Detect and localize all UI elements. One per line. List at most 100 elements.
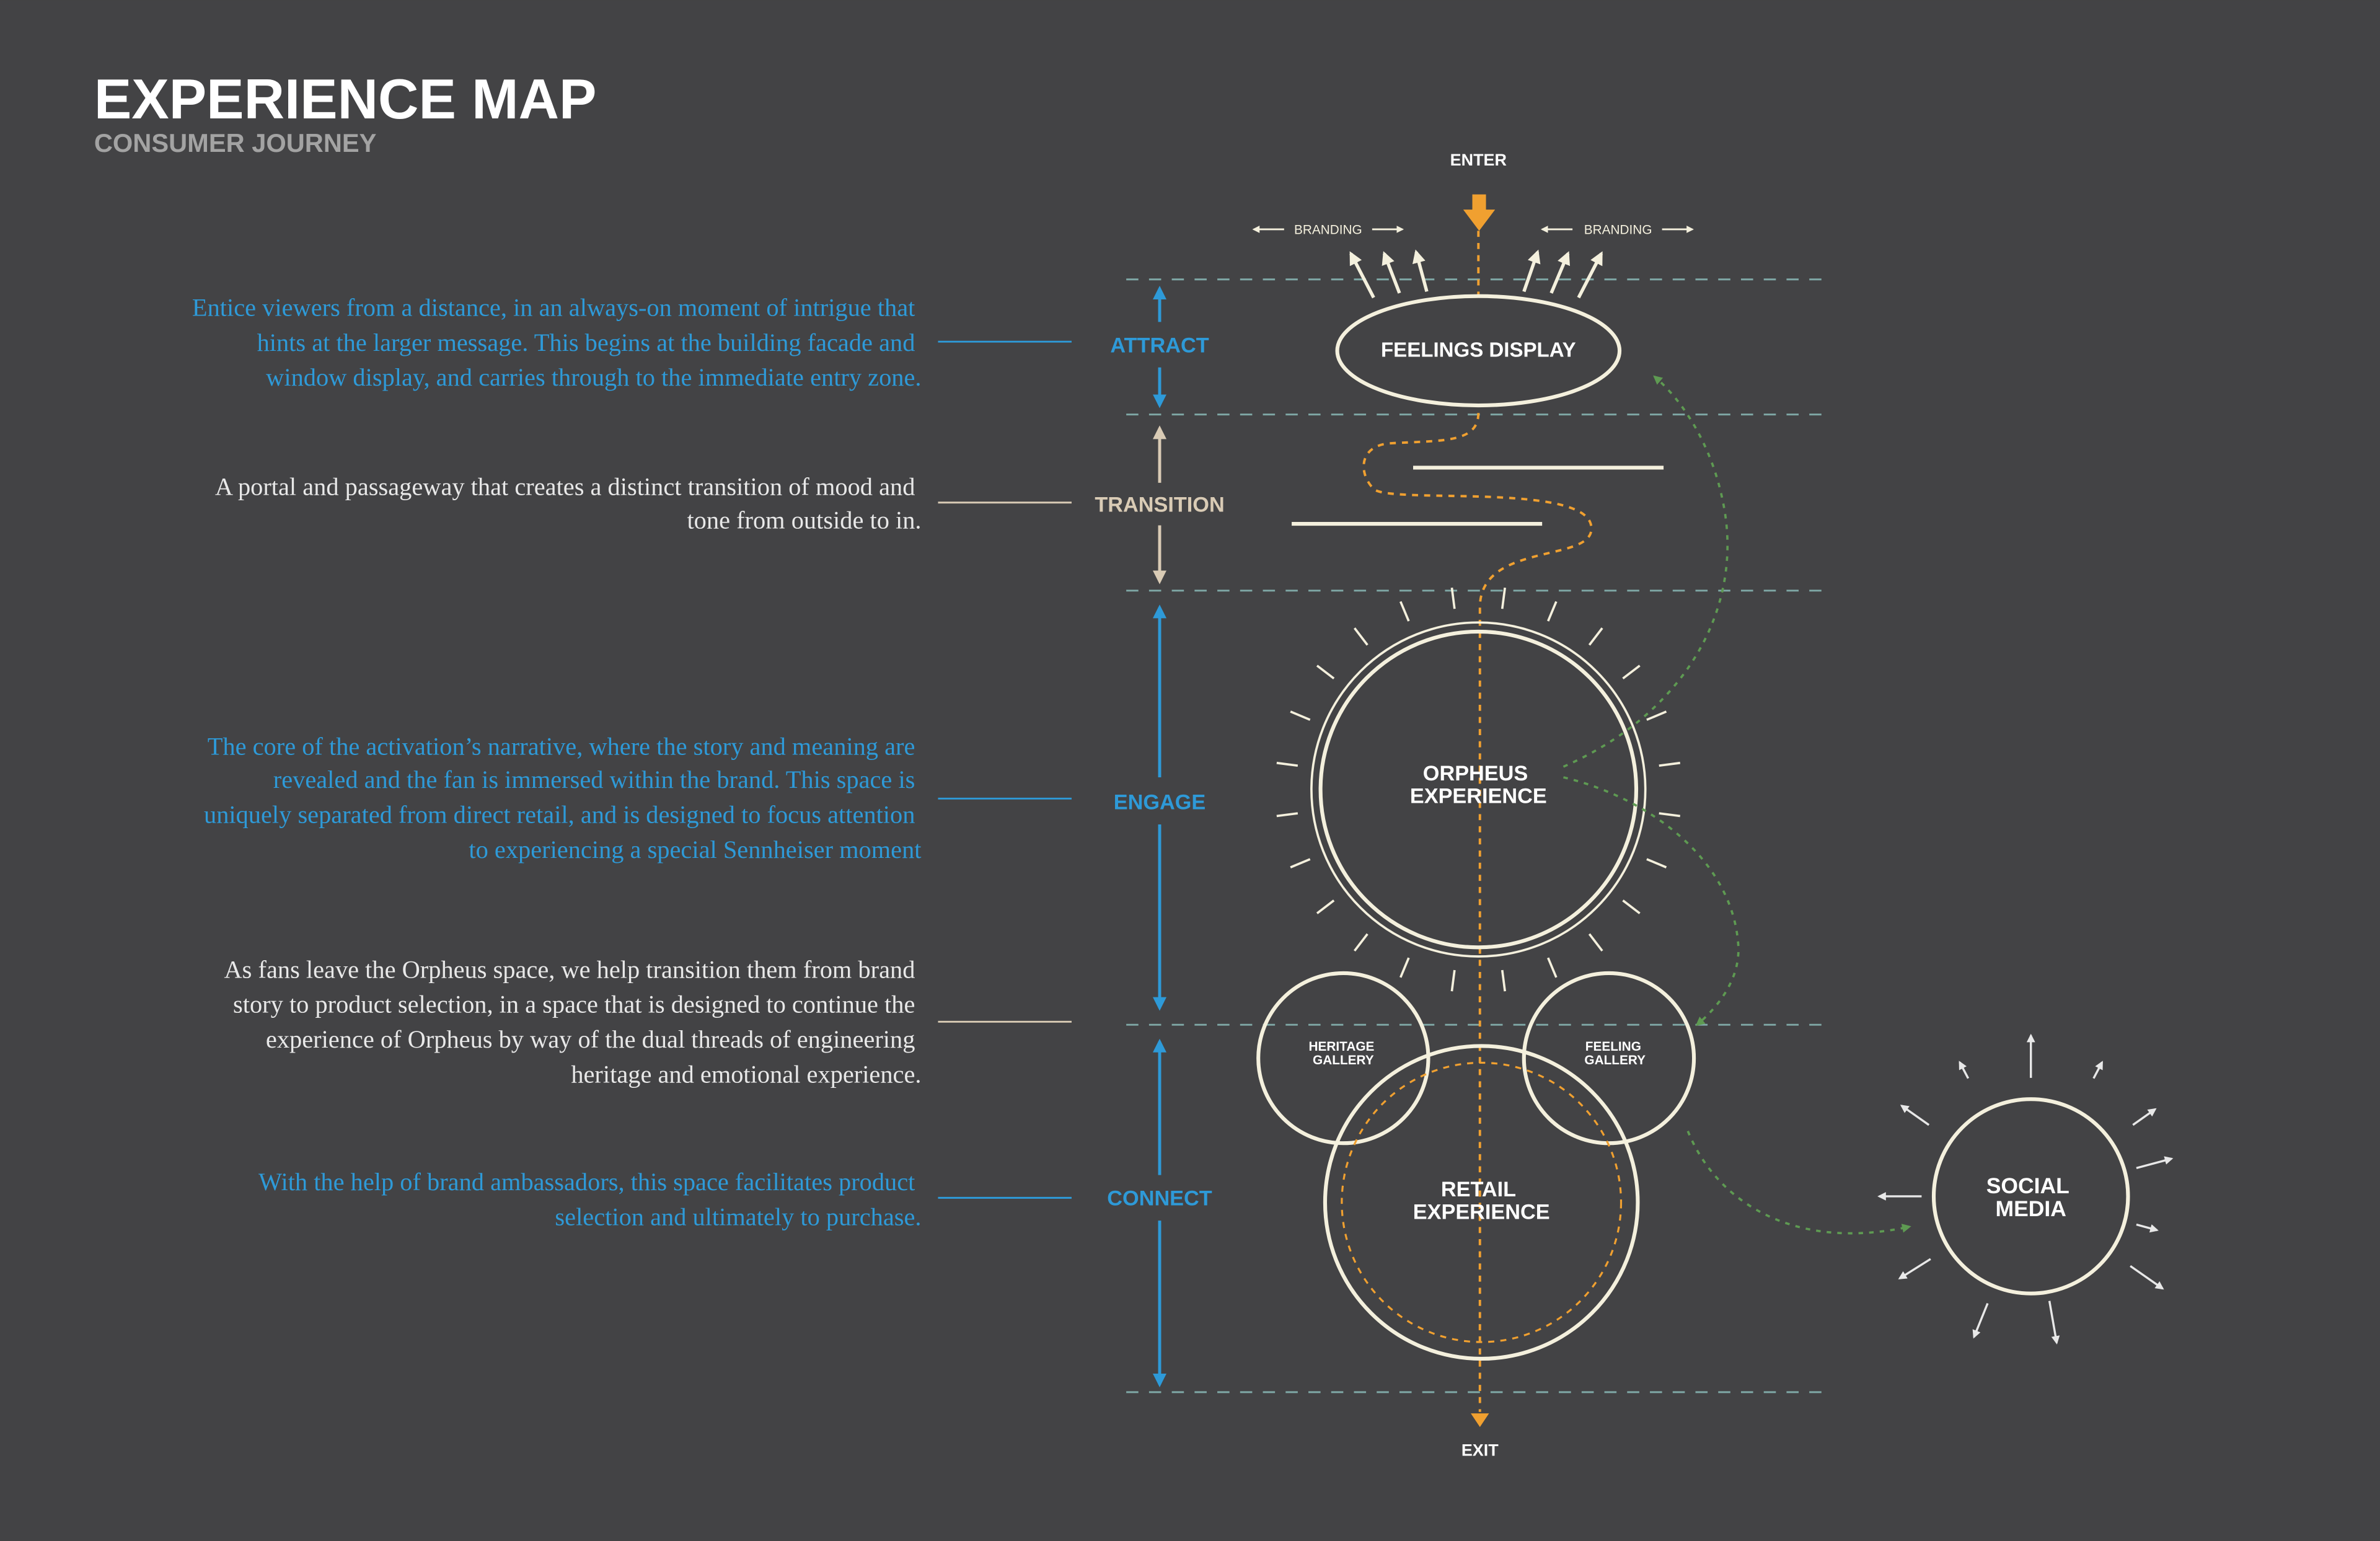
flow-orpheus-to-connect [1563, 776, 1740, 1027]
orpheus-ray [1622, 665, 1641, 680]
branding-right: BRANDING [1540, 223, 1694, 237]
orpheus-ray [1316, 899, 1335, 914]
social-broadcast-arrow [2136, 1156, 2174, 1170]
orpheus-label-line: EXPERIENCE [1410, 785, 1547, 808]
description-connect-line: With the help of brand ambassadors, this… [258, 1168, 915, 1196]
stage-label-connect: CONNECT [1107, 1187, 1212, 1211]
social-media-node [1931, 1097, 2130, 1296]
orpheus-experience-node [1318, 629, 1639, 950]
feelings-display-emission-arrows [1349, 249, 1603, 299]
emission-arrow [1412, 249, 1429, 293]
heritage-gallery-label-line: GALLERY [1313, 1053, 1374, 1067]
orpheus-ray [1399, 957, 1410, 978]
social-media-label-line: MEDIA [1996, 1196, 2066, 1221]
orpheus-ray [1276, 761, 1298, 767]
orpheus-rays [1276, 587, 1681, 992]
orpheus-label-line: ORPHEUS [1423, 762, 1528, 785]
feeling-gallery-label-line: FEELING [1585, 1040, 1641, 1054]
orpheus-ray [1450, 587, 1456, 609]
description-connect-intro-line: experience of Orpheus by way of the dual… [266, 1025, 915, 1053]
orpheus-ray [1547, 957, 1558, 978]
description-attract-line: hints at the larger message. This begins… [257, 329, 915, 356]
orpheus-ray [1290, 710, 1311, 721]
description-transition-line: tone from outside to in. [687, 506, 921, 534]
description-engage-line: The core of the activation’s narrative, … [208, 732, 915, 760]
emission-arrow [1349, 251, 1375, 299]
orpheus-ray [1646, 710, 1667, 721]
description-engage: The core of the activation’s narrative, … [204, 732, 922, 863]
social-broadcast-arrow [2136, 1223, 2159, 1233]
orpheus-ray [1316, 665, 1335, 680]
emission-arrow [1577, 251, 1603, 299]
branding-right-label: BRANDING [1584, 223, 1652, 237]
orpheus-ray [1354, 933, 1368, 952]
social-broadcast-arrow [1900, 1105, 1930, 1126]
orpheus-ray [1399, 601, 1410, 622]
description-connect-line: selection and ultimately to purchase. [555, 1203, 921, 1230]
feelings-display-label: FEELINGS DISPLAY [1381, 339, 1576, 362]
social-broadcast-arrow [2092, 1061, 2104, 1079]
orpheus-ray [1588, 933, 1603, 952]
description-connect-intro-line: story to product selection, in a space t… [233, 991, 915, 1018]
description-engage-line: revealed and the fan is immersed within … [273, 766, 915, 793]
description-connect: With the help of brand ambassadors, this… [258, 1168, 922, 1230]
retail-label-line: RETAIL [1441, 1178, 1516, 1201]
heritage-gallery-label: HERITAGE GALLERY [1308, 1040, 1378, 1067]
retail-experience-node [1323, 1044, 1640, 1361]
stage-label-engage: ENGAGE [1114, 790, 1206, 814]
orpheus-ray [1646, 858, 1667, 868]
emission-arrow [1549, 251, 1571, 294]
social-broadcast-arrows [1877, 1033, 2174, 1345]
orpheus-ray [1501, 587, 1506, 609]
orpheus-ray [1354, 627, 1368, 646]
orpheus-label: ORPHEUS EXPERIENCE [1410, 762, 1547, 808]
description-engage-line: to experiencing a special Sennheiser mom… [469, 836, 921, 863]
orpheus-ray [1547, 601, 1558, 622]
orpheus-ray [1276, 812, 1298, 818]
enter-arrow-icon [1463, 194, 1496, 231]
description-connect-intro: As fans leave the Orpheus space, we help… [224, 955, 922, 1088]
social-feedback-flows [1562, 375, 1911, 1235]
orpheus-ray [1450, 969, 1456, 992]
orpheus-ray [1501, 969, 1506, 992]
stage-label-attract: ATTRACT [1110, 333, 1209, 357]
description-connect-intro-line: As fans leave the Orpheus space, we help… [224, 955, 915, 983]
feelings-display-node [1335, 294, 1622, 408]
orpheus-ray [1659, 812, 1681, 818]
flow-orpheus-to-feelings-display [1562, 375, 1729, 768]
visitor-path [1362, 231, 1593, 1412]
orpheus-ray [1622, 899, 1641, 914]
social-media-label: SOCIAL MEDIA [1986, 1173, 2076, 1221]
emission-arrow [1382, 251, 1401, 294]
orpheus-ray [1659, 761, 1681, 767]
retail-inner-path [1341, 1061, 1623, 1343]
retail-label-line: EXPERIENCE [1413, 1201, 1550, 1224]
heritage-gallery-node [1256, 971, 1430, 1146]
description-engage-line: uniquely separated from direct retail, a… [204, 800, 915, 828]
branding-left-label: BRANDING [1294, 223, 1362, 237]
feeling-gallery-label: FEELING GALLERY [1584, 1040, 1646, 1067]
description-transition: A portal and passageway that creates a d… [215, 473, 922, 534]
branding-left: BRANDING [1252, 223, 1404, 237]
social-media-label-line: SOCIAL [1986, 1173, 2069, 1198]
stage-separators [1126, 278, 1822, 1393]
orpheus-outer-ring [1310, 621, 1647, 958]
social-broadcast-arrow [1898, 1258, 1931, 1279]
exit-label: EXIT [1461, 1441, 1499, 1460]
description-attract-line: Entice viewers from a distance, in an al… [192, 294, 915, 322]
feeling-gallery-label-line: GALLERY [1584, 1053, 1646, 1067]
heritage-gallery-label-line: HERITAGE [1308, 1040, 1374, 1054]
orpheus-ray [1588, 627, 1603, 646]
orpheus-ray [1290, 858, 1311, 868]
exit-arrow-icon [1471, 1413, 1489, 1428]
description-connect-intro-line: heritage and emotional experience. [571, 1060, 921, 1088]
stage-label-transition: TRANSITION [1095, 493, 1224, 516]
social-broadcast-arrow [1959, 1061, 1970, 1079]
description-attract: Entice viewers from a distance, in an al… [192, 294, 922, 392]
enter-label: ENTER [1450, 151, 1507, 169]
page-title: EXPERIENCE MAP [94, 68, 597, 131]
description-transition-line: A portal and passageway that creates a d… [215, 473, 915, 501]
social-broadcast-arrow [2048, 1300, 2060, 1345]
leader-lines [938, 340, 1072, 1199]
